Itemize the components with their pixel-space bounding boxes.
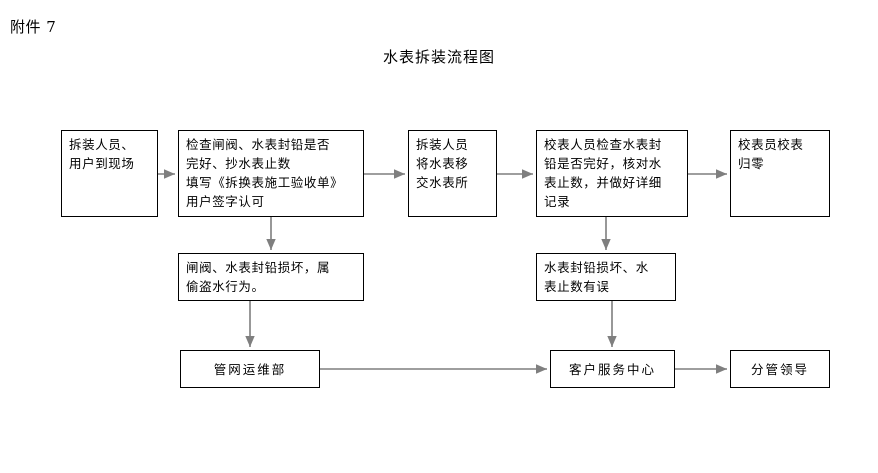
page-title: 水表拆装流程图 [382, 48, 495, 66]
node-seal-damaged-water-theft[interactable]: 闸阀、水表封铅损坏，属 偷盗水行为。 [178, 253, 364, 301]
node-pipe-network-ops-dept[interactable]: 管网运维部 [180, 350, 320, 388]
node-calibrator-reset-meter[interactable]: 校表员校表 归零 [730, 130, 830, 217]
node-dismount-staff-user-onsite[interactable]: 拆装人员、 用户到现场 [61, 130, 158, 217]
node-inspect-valve-and-seal[interactable]: 检查闸阀、水表封铅是否 完好、抄水表止数 填写《拆换表施工验收单》 用户签字认可 [178, 130, 364, 217]
node-customer-service-center[interactable]: 客户服务中心 [550, 350, 675, 388]
attachment-label: 附件 7 [10, 18, 57, 36]
node-seal-damaged-reading-error[interactable]: 水表封铅损坏、水 表止数有误 [536, 253, 676, 301]
node-transfer-meter-to-office[interactable]: 拆装人员 将水表移 交水表所 [408, 130, 497, 217]
node-responsible-leader[interactable]: 分管领导 [730, 350, 830, 388]
node-calibration-staff-check[interactable]: 校表人员检查水表封 铅是否完好，核对水 表止数，并做好详细 记录 [536, 130, 688, 217]
